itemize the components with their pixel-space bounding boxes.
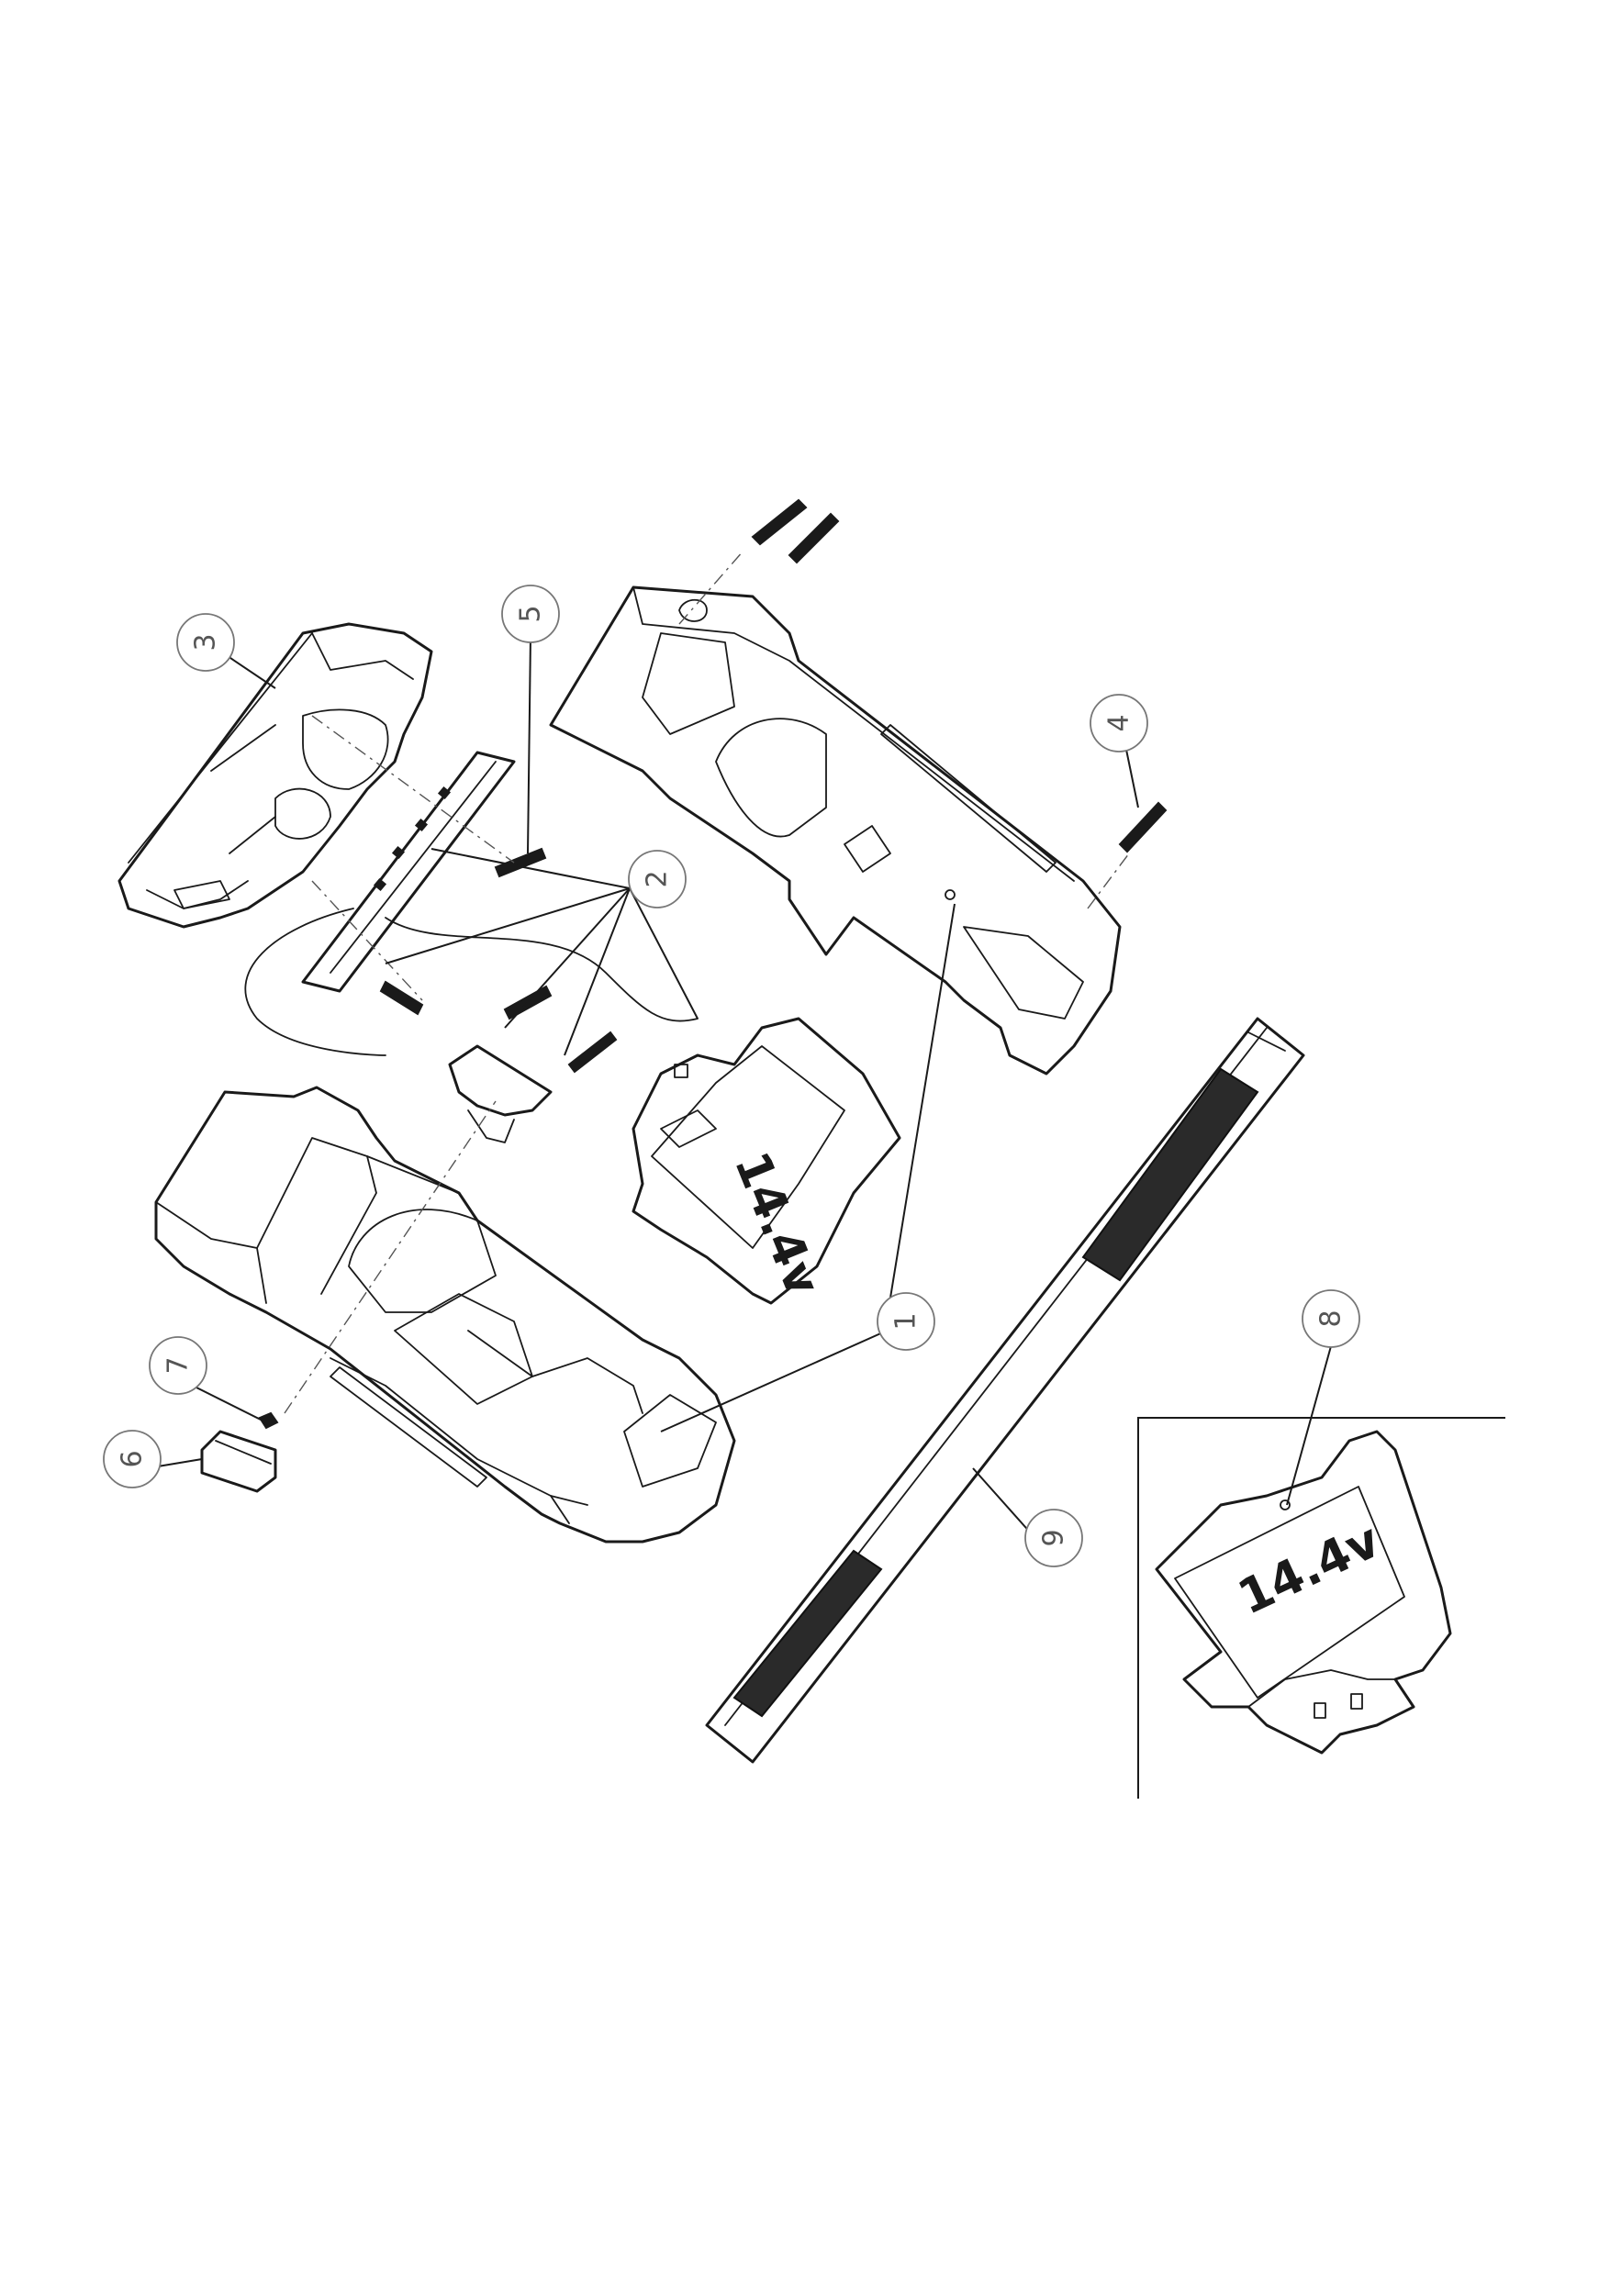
balloon-2: 2: [628, 850, 687, 908]
clip-bracket: [448, 1044, 553, 1143]
balloon-6-label: 6: [117, 1450, 149, 1467]
upper-housing-half: [549, 585, 1122, 1076]
long-strip: [705, 1017, 1305, 1764]
balloon-1: 1: [877, 1292, 935, 1351]
lower-housing-half: [154, 1086, 736, 1544]
balloon-8: 8: [1302, 1289, 1360, 1348]
balloon-1-label: 1: [890, 1312, 922, 1330]
balloon-5-label: 5: [515, 605, 547, 622]
end-cap: [117, 622, 433, 929]
balloon-6: 6: [103, 1430, 162, 1488]
detail-voltage-text: 14.4v: [1230, 1513, 1388, 1626]
center-lines: [284, 550, 1130, 1414]
detail-view: 14.4v: [1137, 1417, 1505, 1799]
battery-terminal: 14.4v: [632, 1017, 901, 1305]
balloon-8-label: 8: [1315, 1310, 1347, 1327]
leader-lines: [146, 635, 1332, 1536]
balloon-3: 3: [176, 613, 235, 672]
balloon-5: 5: [501, 585, 560, 643]
balloon-9: 9: [1024, 1509, 1083, 1567]
balloon-3-label: 3: [190, 633, 222, 651]
balloon-2-label: 2: [642, 870, 674, 887]
circuit-board-plate: [244, 751, 699, 1056]
balloon-7: 7: [149, 1336, 207, 1395]
small-pin: [258, 1411, 279, 1430]
small-clip: [200, 1430, 277, 1493]
terminal-voltage-text: 14.4v: [723, 1144, 830, 1303]
balloon-9-label: 9: [1038, 1529, 1070, 1546]
balloon-7-label: 7: [162, 1356, 195, 1374]
balloon-4: 4: [1090, 694, 1148, 752]
screws: [379, 498, 1168, 1074]
balloon-4-label: 4: [1103, 714, 1135, 731]
